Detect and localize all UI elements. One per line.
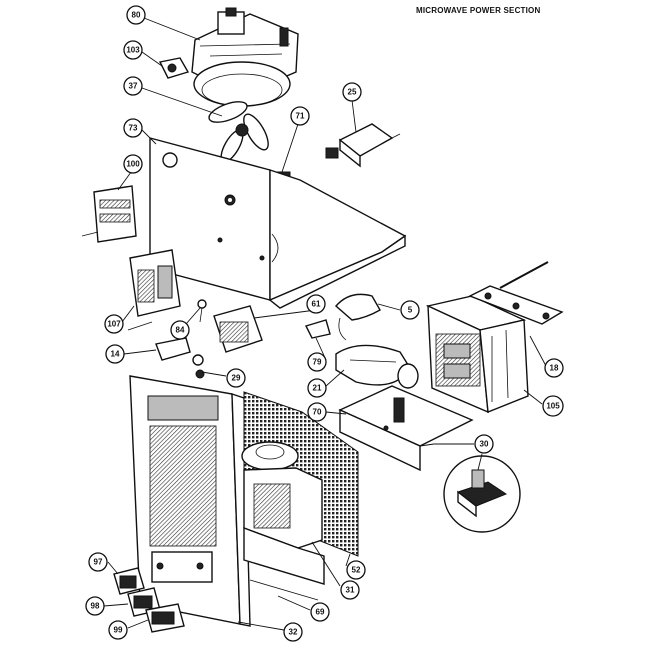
svg-text:99: 99: [114, 626, 123, 635]
svg-text:97: 97: [94, 558, 103, 567]
svg-text:107: 107: [107, 320, 121, 329]
callout-97: 97: [88, 552, 108, 572]
leader-lines: [103, 17, 547, 631]
callout-52: 52: [346, 560, 366, 580]
callout-69: 69: [310, 602, 330, 622]
terminal-block: [81, 185, 137, 243]
mounting-bar-18: [468, 261, 564, 325]
svg-text:105: 105: [546, 402, 560, 411]
svg-text:70: 70: [313, 408, 322, 417]
callout-14: 14: [105, 344, 125, 364]
svg-text:61: 61: [312, 300, 321, 309]
svg-text:84: 84: [176, 326, 185, 335]
svg-text:73: 73: [129, 124, 138, 133]
callout-105: 105: [542, 395, 564, 417]
control-panel: [129, 375, 251, 627]
callout-21: 21: [307, 378, 327, 398]
callout-107: 107: [104, 314, 124, 334]
callout-29: 29: [226, 368, 246, 388]
svg-text:25: 25: [348, 88, 357, 97]
callout-100: 100: [123, 154, 143, 174]
callout-99: 99: [108, 620, 128, 640]
switch-97: [113, 567, 145, 595]
bracket-14: [155, 337, 191, 361]
svg-text:103: 103: [126, 46, 140, 55]
fan-motor: [191, 7, 299, 107]
svg-text:29: 29: [232, 374, 241, 383]
svg-text:100: 100: [126, 160, 140, 169]
callout-80: 80: [126, 5, 146, 25]
callout-98: 98: [85, 596, 105, 616]
svg-text:80: 80: [132, 11, 141, 20]
magnetron-assembly: [241, 441, 325, 601]
chassis-plate: [149, 137, 407, 309]
bracket-103: [158, 57, 190, 79]
high-voltage-fuse: [325, 123, 401, 168]
svg-text:37: 37: [129, 82, 138, 91]
svg-text:52: 52: [352, 566, 361, 575]
svg-text:18: 18: [550, 364, 559, 373]
svg-text:21: 21: [313, 384, 322, 393]
detail-inset-30: [443, 455, 521, 533]
callout-25: 25: [342, 82, 362, 102]
transformer: [425, 295, 529, 414]
callout-30: 30: [474, 434, 494, 454]
svg-text:98: 98: [91, 602, 100, 611]
clip-79: [305, 319, 331, 339]
capacitor: [335, 344, 419, 389]
svg-text:69: 69: [316, 608, 325, 617]
svg-text:32: 32: [289, 628, 298, 637]
fan-blade: [208, 101, 269, 163]
svg-text:31: 31: [346, 586, 355, 595]
callout-31: 31: [340, 580, 360, 600]
svg-text:30: 30: [480, 440, 489, 449]
svg-text:79: 79: [313, 358, 322, 367]
callout-37: 37: [123, 76, 143, 96]
callout-71: 71: [290, 106, 310, 126]
section-title: MICROWAVE POWER SECTION: [416, 6, 541, 15]
svg-text:14: 14: [111, 350, 120, 359]
callout-5: 5: [400, 300, 420, 320]
switch-99: [145, 603, 185, 633]
callout-79: 79: [307, 352, 327, 372]
callout-103: 103: [123, 40, 143, 60]
svg-text:5: 5: [408, 306, 413, 315]
screw-84: [197, 299, 207, 323]
switch-61: [213, 305, 263, 353]
callout-18: 18: [544, 358, 564, 378]
callout-73: 73: [123, 118, 143, 138]
callout-32: 32: [283, 622, 303, 642]
wire-clip-5: [335, 293, 381, 341]
fastener-29: [192, 354, 205, 379]
callout-70: 70: [307, 402, 327, 422]
callout-84: 84: [170, 320, 190, 340]
mounting-plate: [338, 385, 474, 472]
relay-107: [127, 249, 181, 331]
svg-text:71: 71: [296, 112, 305, 121]
callout-61: 61: [306, 294, 326, 314]
